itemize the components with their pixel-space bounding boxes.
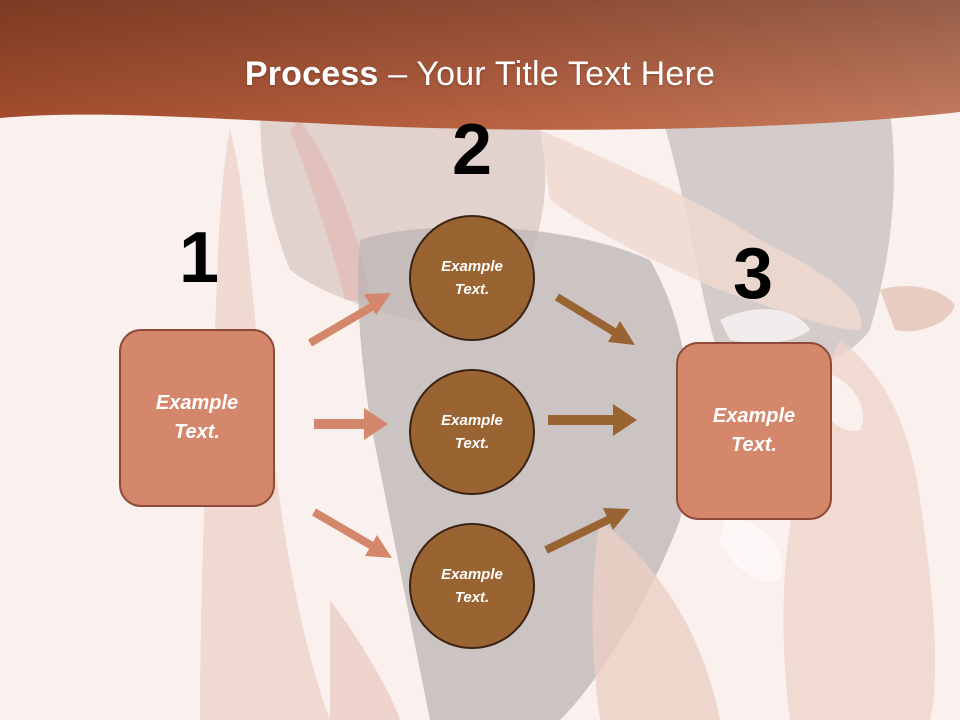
left-arrow-up [307,293,391,347]
header-banner [0,0,960,130]
left-arrow-middle [314,408,388,440]
step-number-3: 3 [732,234,774,314]
step-2-text-middle: Example Text. [441,412,503,452]
step-1-text: Example Text. [155,392,239,443]
right-arrow-up [544,508,630,554]
step-2-text-top: Example Text. [441,258,503,298]
step-1-box: Example Text. [119,329,275,507]
step-2-text-bottom: Example Text. [441,566,503,606]
step-2-circle-bottom: Example Text. [409,523,535,649]
step-3-box: Example Text. [676,342,832,520]
right-arrow-middle [548,404,637,436]
step-3-text: Example Text. [712,405,796,456]
right-arrow-down [554,293,635,345]
slide-title: Process – Your Title Text Here [0,52,960,96]
step-number-2: 2 [451,110,493,190]
left-arrow-down [311,508,392,558]
title-rest: – Your Title Text Here [378,55,716,93]
title-bold: Process [244,55,379,93]
step-number-1: 1 [178,218,220,298]
step-2-circle-middle: Example Text. [409,369,535,495]
step-2-circle-top: Example Text. [409,215,535,341]
